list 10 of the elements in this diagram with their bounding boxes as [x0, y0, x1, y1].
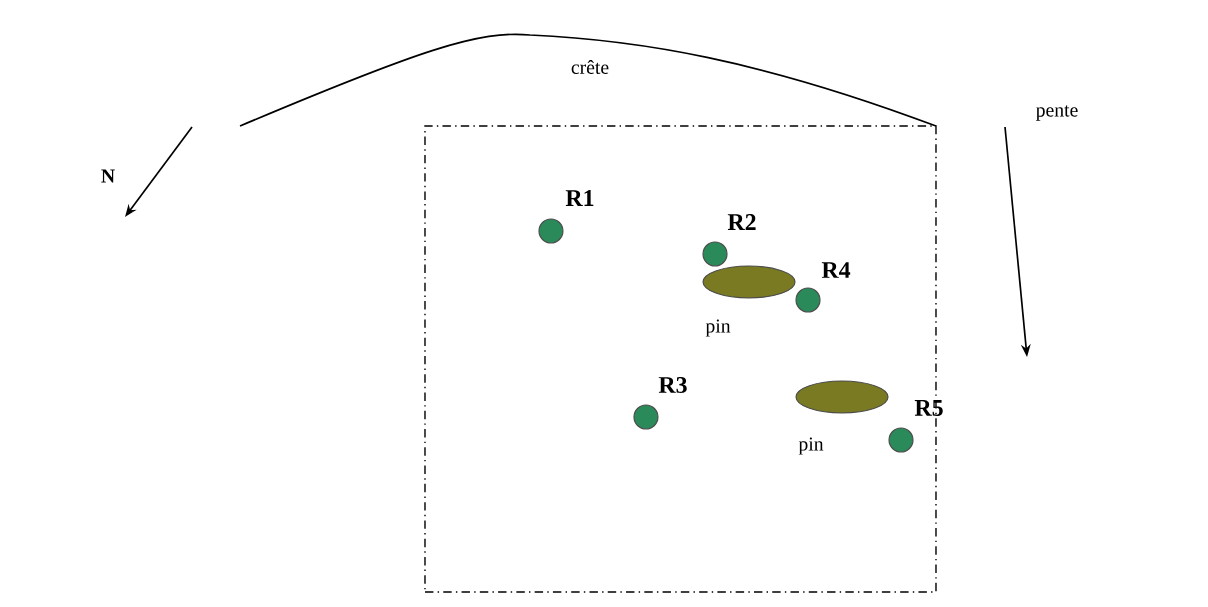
label: N	[101, 169, 115, 183]
tree-label: R2	[727, 214, 756, 230]
tree-label: R3	[658, 376, 687, 394]
tree-label: R5	[914, 400, 943, 416]
label: crête	[571, 60, 609, 74]
tree-label: R1	[565, 190, 594, 206]
tree-label: R4	[821, 262, 851, 278]
pine-label: pin	[798, 437, 824, 455]
pine-label: pin	[705, 319, 731, 337]
label: pente	[1036, 105, 1078, 121]
